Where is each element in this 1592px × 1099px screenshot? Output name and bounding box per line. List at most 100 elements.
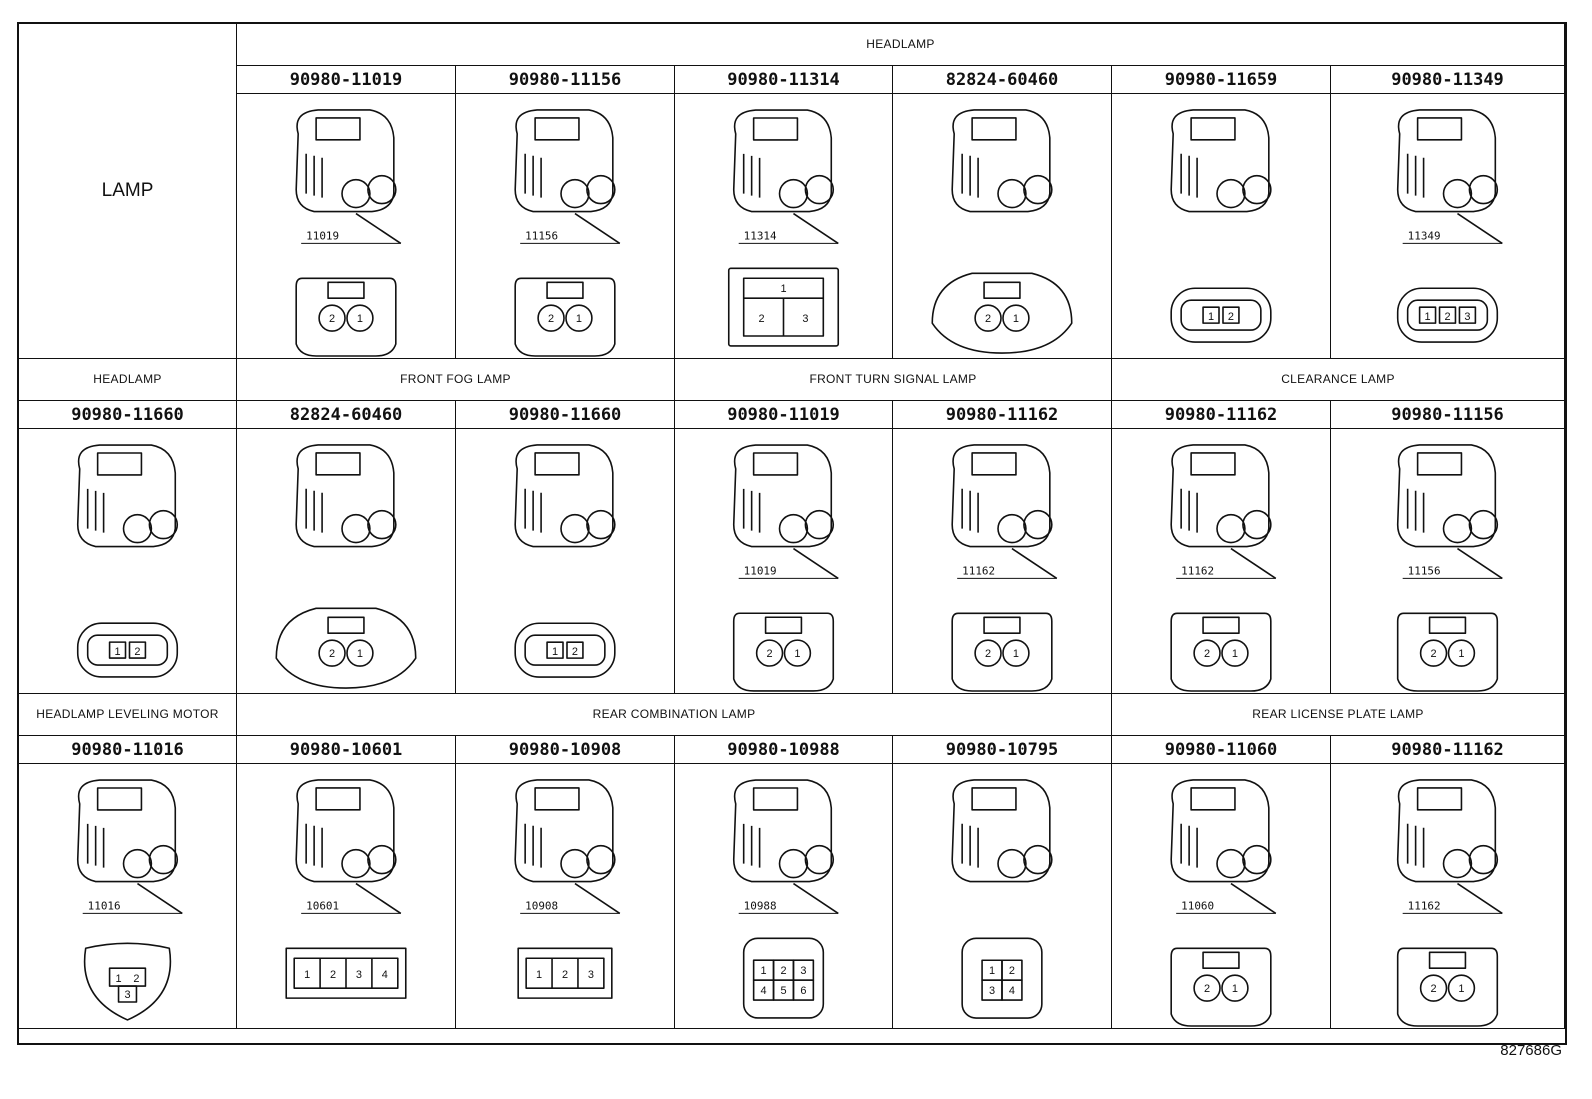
connector-housing-drawing bbox=[1396, 109, 1499, 213]
ref-leader bbox=[1176, 547, 1277, 580]
connector-front-face-drawing bbox=[275, 607, 417, 689]
connector-front-face-drawing bbox=[285, 947, 407, 999]
connector-front-face-drawing bbox=[1170, 947, 1272, 1027]
pin-number: 1 bbox=[1208, 311, 1214, 323]
connector-housing-drawing bbox=[732, 779, 835, 883]
group-label-1-3: CLEARANCE LAMP bbox=[1112, 359, 1565, 401]
pin-number: 1 bbox=[780, 283, 786, 295]
connector-part-number: 90980-11162 bbox=[893, 401, 1112, 429]
pin-number: 1 bbox=[1458, 983, 1464, 995]
pin-number: 1 bbox=[1425, 311, 1431, 323]
connector-part-number: 90980-11660 bbox=[456, 401, 675, 429]
pin-number: 2 bbox=[329, 313, 335, 325]
connector-front-face-drawing bbox=[514, 622, 616, 678]
connector-part-number: 90980-10795 bbox=[893, 736, 1112, 764]
pin-number: 1 bbox=[536, 969, 542, 981]
connector-part-number: 90980-11349 bbox=[1331, 66, 1565, 94]
connector-housing-drawing bbox=[1170, 109, 1272, 213]
pin-number: 1 bbox=[576, 313, 582, 325]
pin-number: 1 bbox=[1232, 648, 1238, 660]
pin-number: 1 bbox=[357, 648, 363, 660]
connector-front-face-drawing bbox=[931, 272, 1073, 354]
group-label-1-2: FRONT TURN SIGNAL LAMP bbox=[675, 359, 1112, 401]
connector-ref-code: 10988 bbox=[744, 899, 777, 912]
pin-number: 2 bbox=[134, 646, 140, 658]
connector-housing-drawing bbox=[514, 109, 616, 213]
connector-part-number: 90980-10601 bbox=[237, 736, 456, 764]
connector-front-face-drawing bbox=[732, 612, 835, 692]
ref-leader bbox=[82, 882, 183, 915]
pin-number: 2 bbox=[1009, 965, 1015, 977]
group-label-2-2: REAR LICENSE PLATE LAMP bbox=[1112, 694, 1565, 736]
pin-number: 1 bbox=[1232, 983, 1238, 995]
connector-housing-drawing bbox=[514, 444, 616, 548]
pin-number: 3 bbox=[802, 313, 808, 325]
connector-front-face-drawing bbox=[951, 612, 1053, 692]
connector-front-face-drawing bbox=[295, 277, 397, 357]
connector-part-number: 82824-60460 bbox=[893, 66, 1112, 94]
connector-front-face-drawing bbox=[727, 267, 840, 347]
connector-front-face-drawing bbox=[742, 937, 825, 1019]
pin-number: 1 bbox=[304, 969, 310, 981]
connector-housing-drawing bbox=[732, 444, 835, 548]
connector-part-number: 90980-11019 bbox=[675, 401, 893, 429]
connector-front-face-drawing bbox=[517, 947, 613, 999]
pin-number: 4 bbox=[761, 985, 767, 997]
pin-number: 1 bbox=[761, 965, 767, 977]
connector-front-face-drawing bbox=[76, 622, 179, 678]
ref-leader bbox=[1176, 882, 1277, 915]
connector-housing-drawing bbox=[514, 779, 616, 883]
connector-front-face-drawing bbox=[1170, 612, 1272, 692]
ref-leader bbox=[301, 882, 402, 915]
connector-part-number: 90980-11660 bbox=[19, 401, 237, 429]
ref-leader bbox=[1402, 882, 1503, 915]
connector-ref-code: 11016 bbox=[88, 899, 121, 912]
pin-number: 2 bbox=[330, 969, 336, 981]
pin-number: 2 bbox=[780, 965, 786, 977]
pin-number: 2 bbox=[329, 648, 335, 660]
ref-leader bbox=[520, 212, 621, 245]
group-label-1-1: FRONT FOG LAMP bbox=[237, 359, 675, 401]
connector-housing-drawing bbox=[295, 109, 397, 213]
connector-housing-drawing bbox=[295, 779, 397, 883]
connector-part-number: 82824-60460 bbox=[237, 401, 456, 429]
connector-ref-code: 11162 bbox=[1181, 564, 1214, 577]
connector-housing-drawing bbox=[732, 109, 835, 213]
pin-number: 3 bbox=[588, 969, 594, 981]
pin-number: 3 bbox=[124, 989, 130, 1001]
connector-part-number: 90980-11659 bbox=[1112, 66, 1331, 94]
pin-number: 2 bbox=[985, 313, 991, 325]
pin-number: 6 bbox=[800, 985, 806, 997]
pin-number: 3 bbox=[989, 985, 995, 997]
pin-number: 1 bbox=[794, 648, 800, 660]
pin-number: 1 bbox=[1013, 648, 1019, 660]
connector-front-face-drawing bbox=[1396, 612, 1499, 692]
connector-part-number: 90980-11314 bbox=[675, 66, 893, 94]
